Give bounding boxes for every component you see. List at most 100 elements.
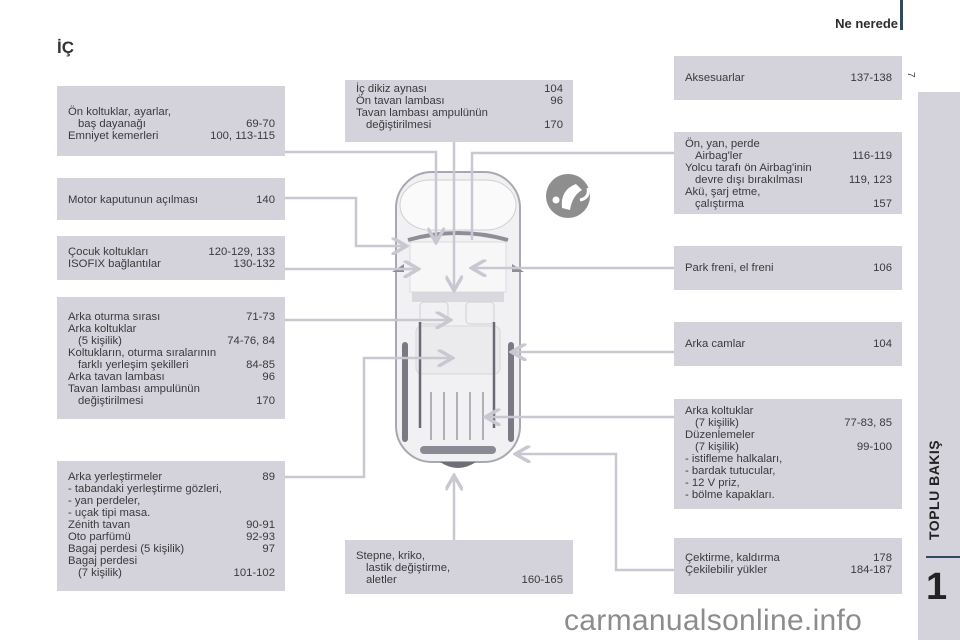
section-title: İÇ	[57, 38, 74, 57]
entry-page-ref: 160-165	[521, 574, 563, 586]
entry-row: Ön koltuklar, ayarlar,	[68, 106, 275, 118]
entry-row: - bölme kapakları.	[685, 489, 892, 501]
entry-label: değiştirilmesi	[78, 395, 144, 407]
hand-pointing-icon	[546, 174, 590, 218]
entry-row: Arka tavan lambası 96	[68, 371, 275, 383]
entry-row: Motor kaputunun açılması 140	[68, 194, 275, 206]
entry-label: Stepne, kriko,	[356, 550, 426, 562]
entry-page-ref: 140	[256, 194, 275, 206]
entry-label: - 12 V priz,	[685, 477, 740, 489]
entry-row: (5 kişilik)74-76, 84	[68, 335, 275, 347]
header-divider	[900, 0, 903, 30]
entry-page-ref: 77-83, 85	[844, 417, 892, 429]
entry-label: - tabandaki yerleştirme gözleri,	[68, 483, 222, 495]
entry-label: Arka tavan lambası	[68, 371, 165, 383]
entry-row: değiştirilmesi 170	[356, 119, 563, 131]
entry-row: lastik değiştirme,	[356, 562, 563, 574]
entry-row: (7 kişilik) 77-83, 85	[685, 417, 892, 429]
entry-page-ref: 71-73	[246, 311, 275, 323]
entry-label: Zénith tavan	[68, 519, 131, 531]
entry-page-ref: 137-138	[850, 72, 892, 84]
entry-label: ISOFIX bağlantılar	[68, 258, 161, 270]
entry-label: aletler	[366, 574, 397, 586]
entry-row: ISOFIX bağlantılar 130-132	[68, 258, 275, 270]
entry-label: - istifleme halkaları,	[685, 453, 783, 465]
entry-label: (7 kişilik)	[695, 417, 739, 429]
header-title: Ne nerede	[835, 16, 898, 31]
entry-row: - yan perdeler,	[68, 495, 275, 507]
entry-row: Zénith tavan 90-91	[68, 519, 275, 531]
entry-label: değiştirilmesi	[366, 119, 432, 131]
entry-page-ref: 90-91	[246, 519, 275, 531]
entry-row: Ön, yan, perde	[685, 138, 892, 150]
entry-row: Arka koltuklar	[685, 405, 892, 417]
entry-page-ref: 104	[544, 83, 563, 95]
entry-row: Oto parfümü 92-93	[68, 531, 275, 543]
entry-label: - yan perdeler,	[68, 495, 141, 507]
entry-row: Çekilebilir yükler 184-187	[685, 564, 892, 576]
entry-label: Arka yerleştirmeler	[68, 471, 163, 483]
entry-page-ref: 99-100	[856, 441, 892, 453]
entry-row: - uçak tipi masa.	[68, 507, 275, 519]
entry-page-ref: 170	[256, 395, 275, 407]
entry-label: Yolcu tarafı ön Airbag'inin	[685, 162, 812, 174]
entry-row: (7 kişilik)101-102	[68, 567, 275, 579]
entry-label: Koltukların, oturma sıralarının	[68, 347, 217, 359]
entry-label: Aksesuarlar	[685, 72, 745, 84]
entry-row: - tabandaki yerleştirme gözleri,	[68, 483, 275, 495]
entry-page-ref: 120-129, 133	[208, 246, 275, 258]
entry-page-ref: 101-102	[233, 567, 275, 579]
watermark: carmanualsonline.info	[564, 604, 863, 637]
entry-page-ref: 96	[262, 371, 275, 383]
entry-label: Akü, şarj etme,	[685, 186, 761, 198]
entry-label: Çekilebilir yükler	[685, 564, 768, 576]
entry-page-ref: 96	[550, 95, 563, 107]
entry-label: Emniyet kemerleri	[68, 130, 159, 142]
entry-label: Arka koltuklar	[68, 323, 137, 335]
entry-row: Stepne, kriko,	[356, 550, 563, 562]
info-box-accessories: Aksesuarlar 137-138	[674, 56, 902, 100]
entry-label: lastik değiştirme,	[366, 562, 451, 574]
entry-label: Arka camlar	[685, 338, 746, 350]
entry-page-ref: 92-93	[246, 531, 275, 543]
entry-row: Tavan lambası ampulünün	[356, 107, 563, 119]
entry-page-ref: 130-132	[233, 258, 275, 270]
chapter-number: 1	[926, 566, 948, 608]
entry-row: değiştirilmesi 170	[68, 395, 275, 407]
entry-label: Arka koltuklar	[685, 405, 754, 417]
entry-page-ref: 100, 113-115	[210, 130, 275, 142]
entry-row: Koltukların, oturma sıralarının	[68, 347, 275, 359]
entry-page-ref: 184-187	[850, 564, 892, 576]
entry-page-ref: 97	[262, 543, 275, 555]
entry-row: - 12 V priz,	[685, 477, 892, 489]
chapter-tab	[918, 92, 960, 640]
entry-label: farklı yerleşim şekilleri	[78, 359, 189, 371]
entry-label: Oto parfümü	[68, 531, 131, 543]
entry-label: İç dikiz aynası	[356, 83, 427, 95]
entry-label: Arka oturma sırası	[68, 311, 161, 323]
entry-label: Ön koltuklar, ayarlar,	[68, 106, 171, 118]
entry-page-ref: 170	[544, 119, 563, 131]
entry-label: Tavan lambası ampulünün	[356, 107, 488, 119]
entry-label: Tavan lambası ampulünün	[68, 383, 200, 395]
entry-label: Ön tavan lambası	[356, 95, 445, 107]
entry-label: - uçak tipi masa.	[68, 507, 151, 519]
info-box-spare-wheel: Stepne, kriko,lastik değiştirme,aletler 1…	[345, 540, 573, 594]
entry-page-ref: 104	[873, 338, 892, 350]
entry-label: Motor kaputunun açılması	[68, 194, 198, 206]
chapter-tab-divider	[926, 556, 960, 558]
entry-row: Aksesuarlar 137-138	[685, 72, 892, 84]
entry-row: Arka camlar 104	[685, 338, 892, 350]
entry-row: Emniyet kemerleri 100, 113-115	[68, 130, 275, 142]
